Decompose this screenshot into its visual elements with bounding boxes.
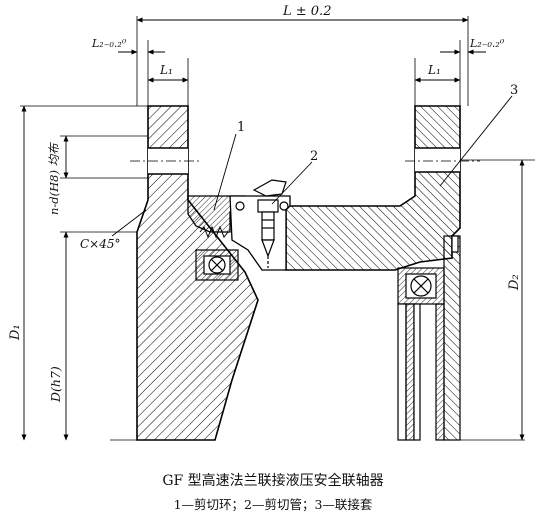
right-tolerance-label: L₂₋₀.₂⁰	[469, 37, 505, 50]
chamfer-label: C×45°	[80, 237, 121, 251]
shear-tube-cavity	[229, 195, 291, 271]
bolt-holes-label: n-d(H8) 均布	[47, 142, 61, 215]
right-bearing	[397, 267, 445, 305]
leader-lines	[111, 95, 513, 237]
connecting-sleeve-section	[285, 105, 461, 271]
left-bearing	[195, 249, 239, 281]
overall-length-label: L ± 0.2	[282, 4, 331, 19]
dimension-lines	[21, 17, 525, 441]
right-bolt-hole	[415, 148, 460, 172]
shear-tube	[235, 179, 289, 268]
callout-3: 3	[510, 83, 518, 98]
d-h7-label: D(h7)	[48, 366, 63, 403]
callout-1: 1	[237, 120, 245, 135]
figure-legend: 1—剪切环；2—剪切管；3—联接套	[173, 497, 373, 512]
d2-label: D₂	[507, 274, 522, 291]
left-tolerance-label: L₂₋₀.₂⁰	[91, 37, 127, 50]
left-l1-label: L₁	[159, 63, 173, 77]
right-shaft-sleeve	[397, 235, 461, 441]
right-l1-label: L₁	[427, 63, 441, 77]
spring	[199, 225, 229, 239]
d1-label: D₁	[8, 324, 23, 341]
figure-title: GF 型高速法兰联接液压安全联轴器	[162, 473, 384, 489]
callout-2: 2	[310, 149, 318, 164]
